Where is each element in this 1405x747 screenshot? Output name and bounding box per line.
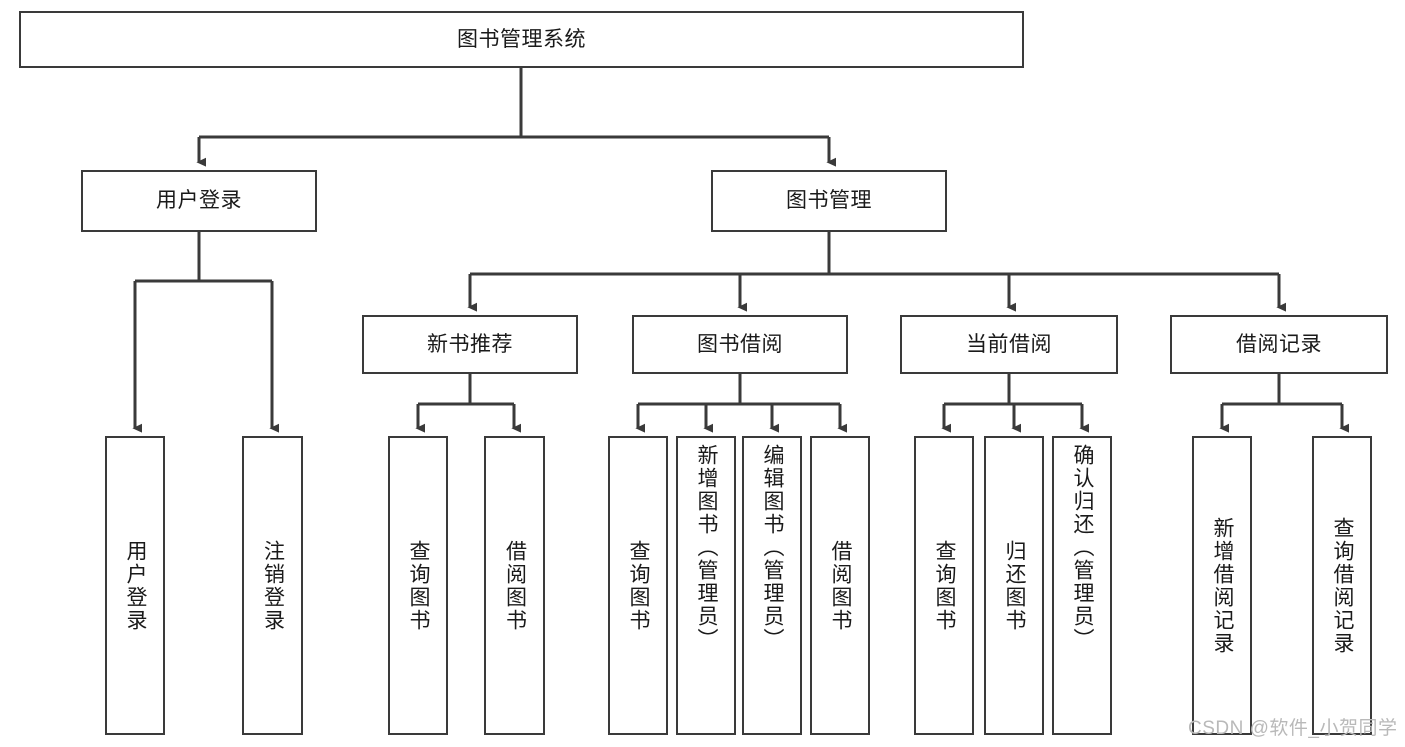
leaf-edit-book-admin[interactable]: 编辑图书（管理员） [742, 436, 802, 735]
watermark: CSDN @软件_小贺同学 [1188, 718, 1398, 739]
leaf-label: 新增图书（管理员） [695, 444, 719, 651]
node-user-login-label: 用户登录 [156, 189, 242, 213]
node-borrow-record[interactable]: 借阅记录 [1170, 315, 1388, 374]
leaf-query-book-current[interactable]: 查询图书 [914, 436, 974, 735]
leaf-label: 确认归还（管理员） [1071, 444, 1095, 651]
node-current-borrow-label: 当前借阅 [966, 332, 1052, 356]
node-book-management-label: 图书管理 [786, 189, 872, 213]
node-root[interactable]: 图书管理系统 [19, 11, 1024, 68]
node-new-book-recommend-label: 新书推荐 [427, 332, 513, 356]
node-borrow-record-label: 借阅记录 [1236, 332, 1322, 356]
leaf-user-logout[interactable]: 注销登录 [242, 436, 303, 735]
leaf-label: 查询图书 [933, 539, 957, 632]
leaf-user-login[interactable]: 用户登录 [105, 436, 165, 735]
leaf-label: 归还图书 [1003, 539, 1027, 632]
node-book-management[interactable]: 图书管理 [711, 170, 947, 232]
node-user-login[interactable]: 用户登录 [81, 170, 317, 232]
leaf-label: 借阅图书 [503, 539, 527, 632]
leaf-borrow-book-recommend[interactable]: 借阅图书 [484, 436, 545, 735]
node-current-borrow[interactable]: 当前借阅 [900, 315, 1118, 374]
leaf-label: 查询借阅记录 [1331, 516, 1355, 655]
leaf-label: 注销登录 [261, 539, 285, 632]
leaf-add-borrow-record[interactable]: 新增借阅记录 [1192, 436, 1252, 735]
leaf-borrow-book[interactable]: 借阅图书 [810, 436, 870, 735]
leaf-add-book-admin[interactable]: 新增图书（管理员） [676, 436, 736, 735]
leaf-label: 用户登录 [124, 539, 148, 632]
leaf-query-book-recommend[interactable]: 查询图书 [388, 436, 448, 735]
leaf-return-book[interactable]: 归还图书 [984, 436, 1044, 735]
node-book-borrow[interactable]: 图书借阅 [632, 315, 848, 374]
leaf-confirm-return-admin[interactable]: 确认归还（管理员） [1052, 436, 1112, 735]
leaf-label: 借阅图书 [829, 539, 853, 632]
node-new-book-recommend[interactable]: 新书推荐 [362, 315, 578, 374]
leaf-label: 查询图书 [407, 539, 431, 632]
node-root-label: 图书管理系统 [457, 27, 586, 51]
leaf-query-book[interactable]: 查询图书 [608, 436, 668, 735]
leaf-label: 新增借阅记录 [1211, 516, 1235, 655]
node-book-borrow-label: 图书借阅 [697, 332, 783, 356]
leaf-label: 编辑图书（管理员） [761, 444, 785, 651]
leaf-label: 查询图书 [627, 539, 651, 632]
leaf-query-borrow-record[interactable]: 查询借阅记录 [1312, 436, 1372, 735]
